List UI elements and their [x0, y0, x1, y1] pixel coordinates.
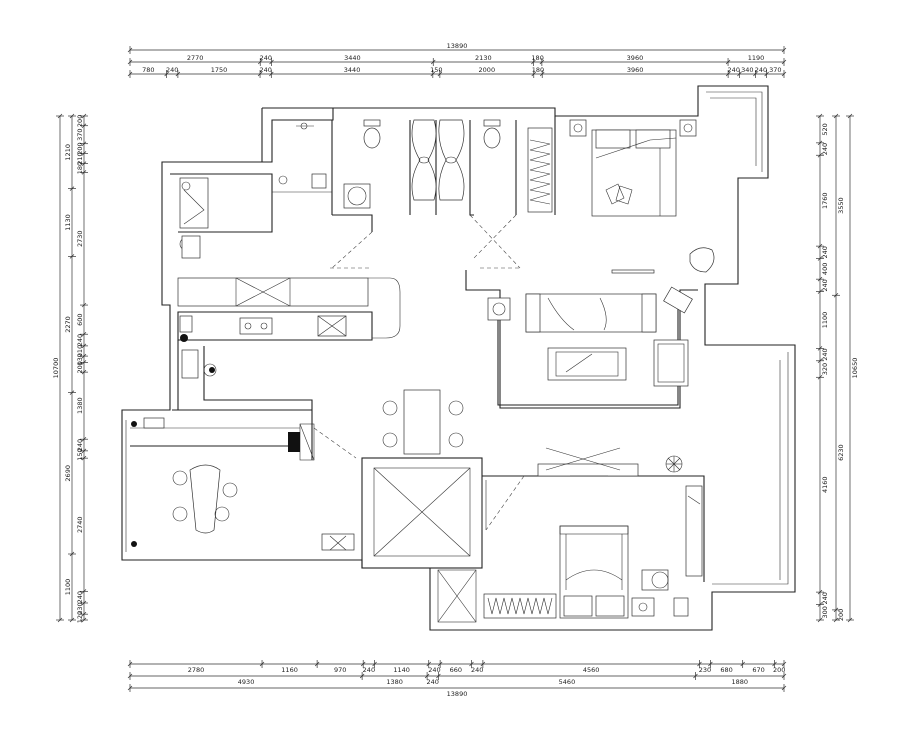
- right-inner-dimension-label: 1100: [821, 312, 829, 329]
- furniture: [131, 119, 715, 619]
- top-row2-dimension-label: 2000: [479, 66, 496, 74]
- bottom-row1-dimension-label: 2780: [188, 666, 205, 674]
- top-row1-dimension-label: 180: [531, 54, 543, 62]
- right-inner-dimension-label: 300: [821, 606, 829, 618]
- bottom-row1-dimension-label: 240: [363, 666, 375, 674]
- top-row2-dimension-label: 340: [741, 66, 753, 74]
- left-inner-dimension-label: 120: [76, 611, 84, 623]
- top-row2-dimension-label: 240: [755, 66, 767, 74]
- bottom-row1-dimension-label: 670: [752, 666, 764, 674]
- top-row2-dimension-label: 3960: [627, 66, 644, 74]
- right-outer-dimension-label: 200: [837, 609, 845, 621]
- left-inner-dimension-label: 200: [76, 142, 84, 154]
- door-swings: [313, 214, 525, 531]
- right-outer-dimension-label: 3550: [837, 197, 845, 214]
- right-inner-dimension-label: 1760: [821, 192, 829, 209]
- plant-icon: [665, 455, 683, 473]
- bottom-row1-dimension-label: 680: [720, 666, 732, 674]
- left-outer-dimension-label: 2690: [64, 465, 72, 482]
- exterior-walls: [121, 85, 796, 631]
- right-overall-dimension-label: 10650: [851, 358, 859, 379]
- left-outer-dimension-label: 1210: [64, 144, 72, 161]
- left-inner-dimension-label: 180: [76, 162, 84, 174]
- bottom-row1-dimension-label: 230: [699, 666, 711, 674]
- left-inner-dimension-label: 1380: [76, 397, 84, 414]
- right-dimension-lines: 520 240 1760 240 400 240 1100 240 320 4160 240 300 3…: [816, 113, 859, 623]
- top-row2-dimension-label: 150: [430, 66, 442, 74]
- left-inner-dimension-label: 130: [76, 353, 84, 365]
- left-inner-dimension-label: 210: [76, 345, 84, 357]
- right-inner-dimension-label: 4160: [821, 476, 829, 493]
- right-inner-dimension-label: 400: [821, 263, 829, 275]
- top-overall-dimension-label: 13890: [447, 42, 468, 50]
- bottom-row2-dimension-label: 4930: [238, 678, 255, 686]
- left-inner-dimension-label: 240: [76, 591, 84, 603]
- left-inner-dimension-label: 240: [76, 439, 84, 451]
- bottom-row1-dimension-label: 240: [428, 666, 440, 674]
- top-row1-dimension-label: 240: [260, 54, 272, 62]
- top-row2-dimension-label: 240: [728, 66, 740, 74]
- left-inner-dimension-label: 2740: [76, 516, 84, 533]
- right-outer-dimension-label: 6230: [837, 444, 845, 461]
- right-inner-dimension-label: 520: [821, 123, 829, 135]
- top-row1-dimension-label: 2130: [475, 54, 492, 62]
- left-inner-dimension-label: 200: [76, 115, 84, 127]
- bottom-row2-dimension-label: 5460: [559, 678, 576, 686]
- right-inner-dimension-label: 240: [821, 279, 829, 291]
- right-inner-dimension-label: 240: [821, 143, 829, 155]
- right-inner-dimension-label: 240: [821, 592, 829, 604]
- bottom-row1-dimension-label: 660: [450, 666, 462, 674]
- left-dimension-lines: 1070012101130227026901100200370200210180…: [52, 113, 88, 623]
- bottom-row1-dimension-label: 240: [471, 666, 483, 674]
- bottom-row1-dimension-label: 200: [773, 666, 785, 674]
- left-outer-dimension-label: 1100: [64, 579, 72, 596]
- left-inner-dimension-label: 200: [76, 361, 84, 373]
- left-outer-dimension-label: 1130: [64, 214, 72, 231]
- bottom-row1-dimension-label: 1140: [393, 666, 410, 674]
- left-overall-dimension-label: 10700: [52, 358, 60, 379]
- top-row1-dimension-label: 3960: [627, 54, 644, 62]
- top-row2-dimension-label: 240: [259, 66, 271, 74]
- right-inner-dimension-label: 320: [821, 363, 829, 375]
- right-inner-dimension-label: 240: [821, 348, 829, 360]
- left-inner-dimension-label: 210: [76, 152, 84, 164]
- bottom-row2-dimension-label: 1880: [731, 678, 748, 686]
- left-inner-dimension-label: 2730: [76, 230, 84, 247]
- bottom-overall-dimension-label: 13890: [447, 690, 468, 698]
- left-inner-dimension-label: 600: [76, 313, 84, 325]
- top-row1-dimension-label: 3440: [344, 54, 361, 62]
- top-row1-dimension-label: 2770: [187, 54, 204, 62]
- right-inner-dimension-label: 240: [821, 246, 829, 258]
- bottom-row2-dimension-label: 240: [427, 678, 439, 686]
- bottom-row1-dimension-label: 1160: [281, 666, 298, 674]
- top-row1-dimension-label: 1190: [748, 54, 765, 62]
- left-inner-dimension-label: 240: [76, 334, 84, 346]
- bottom-row1-dimension-label: 970: [334, 666, 346, 674]
- top-row2-dimension-label: 370: [769, 66, 781, 74]
- top-row2-dimension-label: 240: [166, 66, 178, 74]
- top-dimension-lines: 13890 2770 240 3440 2130 180 3960 1190 780 240 175…: [127, 42, 787, 78]
- bottom-row1-dimension-label: 4560: [583, 666, 600, 674]
- top-row2-dimension-label: 780: [142, 66, 154, 74]
- left-inner-dimension-label: 230: [76, 602, 84, 614]
- bottom-row2-dimension-label: 1380: [386, 678, 403, 686]
- left-outer-dimension-label: 2270: [64, 316, 72, 333]
- top-row2-dimension-label: 3440: [344, 66, 361, 74]
- top-row2-dimension-label: 1750: [211, 66, 228, 74]
- bottom-dimension-lines: 2780 1160 970 240 1140 240 660 240 4560 230 680 670…: [127, 660, 787, 698]
- left-inner-dimension-label: 150: [76, 448, 84, 460]
- left-inner-dimension-label: 370: [76, 129, 84, 141]
- interior-walls: [130, 116, 705, 623]
- top-row2-dimension-label: 180: [532, 66, 544, 74]
